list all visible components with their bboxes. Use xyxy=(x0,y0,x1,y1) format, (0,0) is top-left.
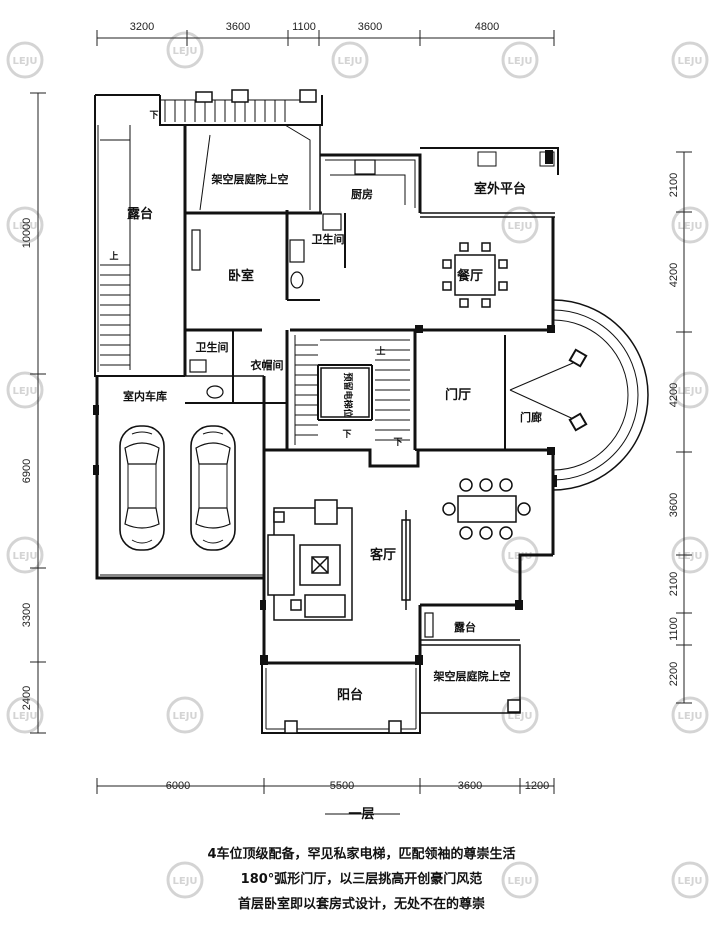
balcony-pots xyxy=(195,89,521,734)
room-elevator: 预留电梯位 xyxy=(342,372,354,417)
bottom-dim-1: 6000 xyxy=(166,780,190,792)
room-terrace-right: 露台 xyxy=(454,620,476,634)
living-sofa-set xyxy=(267,499,353,621)
bottom-dim-2: 5500 xyxy=(330,780,354,792)
room-porch: 门廊 xyxy=(520,410,542,424)
stair-mark-down-center-2: 下 xyxy=(393,437,402,448)
stair-mark-up-center: 上 xyxy=(376,345,385,357)
right-dim-1: 2100 xyxy=(668,173,680,197)
elevator-shaft xyxy=(320,367,370,418)
left-stairs xyxy=(100,125,131,370)
caption-line-3: 首层卧室即以套房式设计，无处不在的尊崇 xyxy=(237,897,485,912)
room-bathroom-1: 卫生间 xyxy=(312,232,345,246)
room-foyer: 门厅 xyxy=(445,387,471,403)
room-outdoor-platform: 室外平台 xyxy=(474,181,526,197)
left-dim-3: 3300 xyxy=(21,603,33,627)
left-dimension-line xyxy=(30,92,46,734)
stair-mark-up-left: 上 xyxy=(109,250,118,262)
room-balcony: 阳台 xyxy=(337,687,363,703)
top-dimension-line xyxy=(96,30,555,46)
living-dining-set xyxy=(442,478,531,540)
room-living: 客厅 xyxy=(370,547,396,563)
right-dimension-line xyxy=(676,151,692,704)
room-kitchen: 厨房 xyxy=(351,187,373,201)
right-dim-3: 4200 xyxy=(668,383,680,407)
room-courtyard-void-top: 架空层庭院上空 xyxy=(211,172,289,186)
bottom-dimension-line xyxy=(96,778,555,794)
right-dim-7: 2200 xyxy=(668,662,680,686)
floor-label: 一层 xyxy=(348,807,375,822)
stair-mark-down-top: 下 xyxy=(149,110,158,121)
porch-arc xyxy=(509,299,649,491)
columns xyxy=(93,150,557,665)
room-bedroom: 卧室 xyxy=(228,268,254,284)
garage-cars xyxy=(119,425,236,551)
left-dim-2: 6900 xyxy=(21,459,33,483)
room-bathroom-2: 卫生间 xyxy=(196,340,229,354)
right-dim-2: 4200 xyxy=(668,263,680,287)
left-dim-1: 10000 xyxy=(21,218,33,249)
bottom-dim-4: 1200 xyxy=(525,780,549,792)
right-dim-5: 2100 xyxy=(668,572,680,596)
caption-line-1: 4车位顶级配备，罕见私家电梯，匹配领袖的尊崇生活 xyxy=(207,847,516,862)
room-cloakroom: 衣帽间 xyxy=(251,358,284,372)
tv-unit xyxy=(401,510,411,610)
room-terrace-left: 露台 xyxy=(127,206,153,222)
right-dim-6: 1100 xyxy=(668,617,680,641)
right-dim-4: 3600 xyxy=(668,493,680,517)
room-dining: 餐厅 xyxy=(456,268,483,284)
room-courtyard-void-bottom: 架空层庭院上空 xyxy=(433,669,511,683)
top-dim-5: 4800 xyxy=(475,21,499,33)
stair-mark-down-center-1: 下 xyxy=(342,429,351,440)
top-stairs xyxy=(160,99,311,211)
caption-line-2: 180°弧形门厅，以三层挑高开创豪门风范 xyxy=(240,872,483,887)
dining-table xyxy=(442,242,508,308)
room-garage: 室内车库 xyxy=(123,389,167,403)
top-dim-4: 3600 xyxy=(358,21,382,33)
top-dim-1: 3200 xyxy=(130,21,154,33)
bottom-dim-3: 3600 xyxy=(458,780,482,792)
left-dim-4: 2400 xyxy=(21,686,33,710)
center-stairs xyxy=(294,335,410,445)
top-dim-3: 1100 xyxy=(292,21,316,33)
bathroom-fixtures xyxy=(189,159,434,638)
top-dim-2: 3600 xyxy=(226,21,250,33)
